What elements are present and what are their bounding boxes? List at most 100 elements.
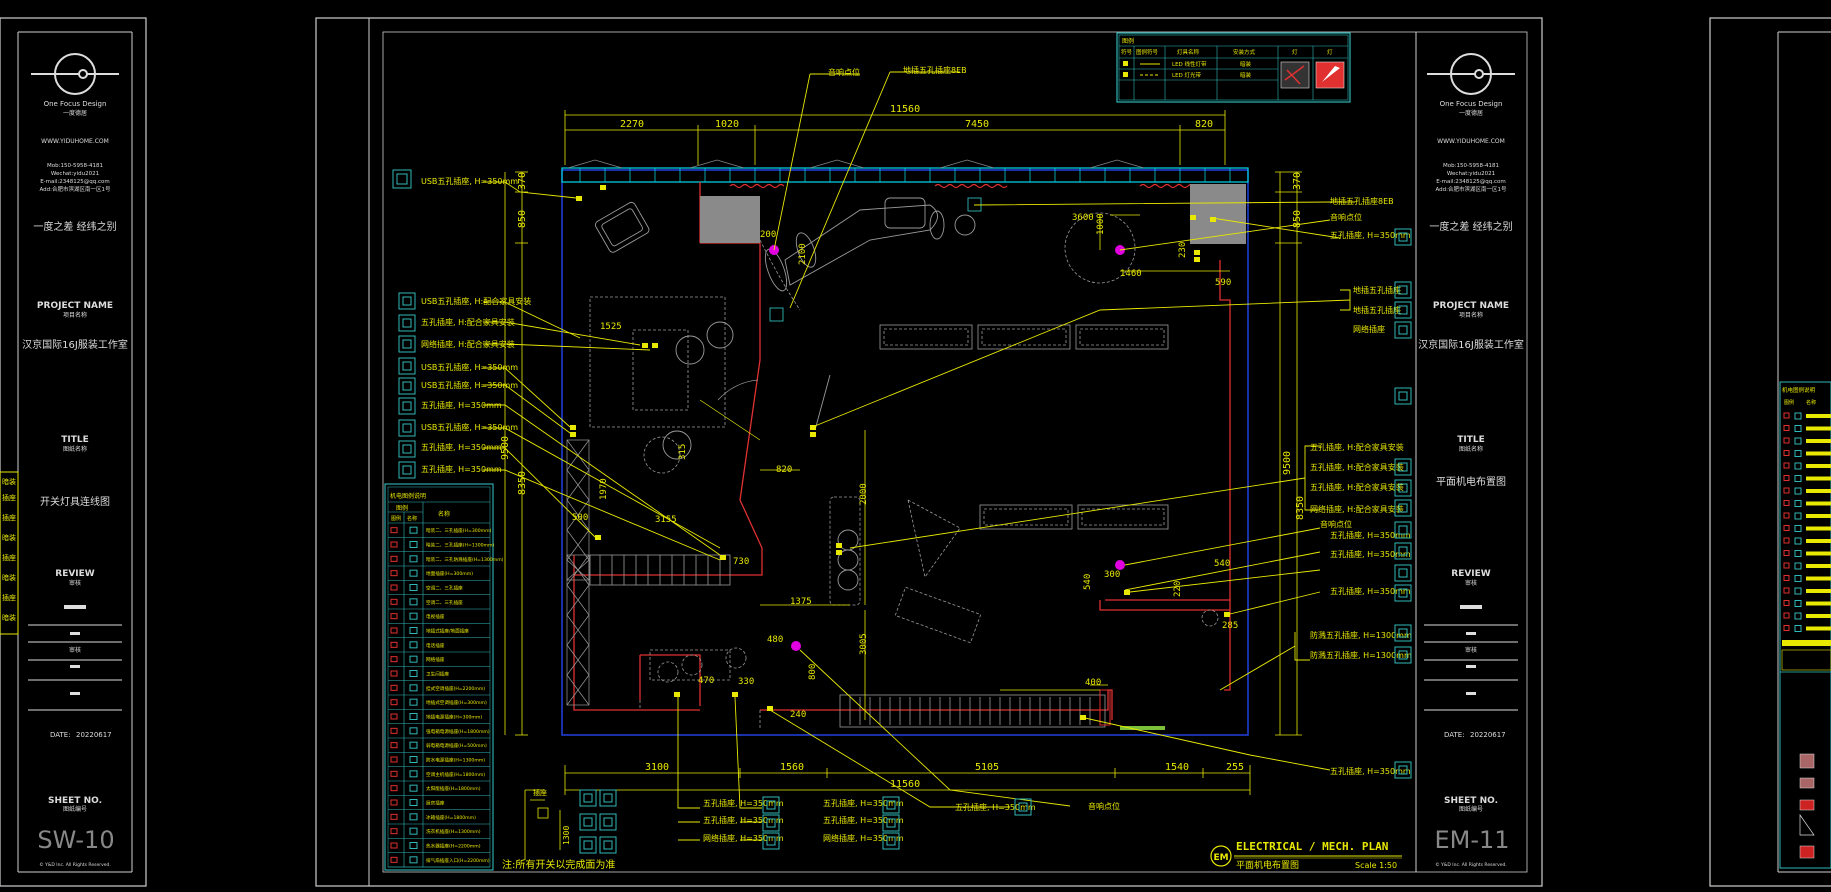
review-label: REVIEW [55, 569, 95, 579]
dim-label: 820 [776, 465, 792, 475]
strip-text: 暗装 [2, 573, 16, 582]
legend-row-label: 冰箱插座(H=1800mm) [426, 814, 476, 821]
outlet-icon [398, 292, 416, 310]
review-cn: 审核 [1465, 579, 1477, 587]
outlet-icon [1394, 321, 1412, 339]
company-name-cn: 一度德居 [1459, 109, 1483, 117]
partial-legend-symbol-icon [1783, 625, 1790, 631]
outlet-icon [1394, 564, 1412, 582]
title-label: TITLE [1457, 435, 1485, 445]
title-cn: 图纸名称 [63, 445, 87, 453]
socket-markers [570, 185, 1230, 720]
partial-legend-symbol-icon [1794, 612, 1802, 620]
partial-legend-symbol-icon [1794, 600, 1802, 607]
callout-text: 地插五孔插座8EB [903, 65, 967, 75]
dim-label: 500 [572, 513, 588, 523]
clothing-racks [589, 324, 1169, 728]
legend-row-name: LED 灯光带 [1172, 71, 1202, 79]
partial-legend-symbol-icon [1783, 525, 1790, 531]
title-label: TITLE [61, 435, 89, 445]
plan-scale: Scale 1:50 [1355, 861, 1397, 870]
outlet-icon [579, 836, 597, 854]
legend-symbol-icon [390, 785, 398, 792]
dim-label: 480 [767, 635, 783, 645]
dim-total: 11560 [890, 779, 920, 790]
legend-symbol-icon [390, 742, 398, 749]
partial-legend-text-bar [1806, 551, 1831, 556]
outlet-icon [398, 397, 416, 415]
partial-legend-header: 图例 [1784, 399, 1794, 406]
dim-label: 7450 [965, 119, 989, 130]
outlet-icon [762, 814, 780, 832]
dim-label: 850 [517, 210, 528, 228]
partial-legend-text-bar [1806, 514, 1831, 518]
callout-text: 音响点位 [828, 67, 860, 77]
door-swing [717, 379, 759, 401]
callout-text: 五孔插座, H=350mm [955, 802, 1036, 812]
outlet-icon [398, 335, 416, 353]
partial-legend-symbol-icon [1783, 437, 1790, 444]
dim-label: 370 [517, 172, 528, 190]
partial-legend-header: 名称 [1806, 399, 1816, 406]
legend-symbol-icon [409, 698, 418, 706]
dim-label: 1540 [1165, 762, 1189, 773]
outlet-icon [1014, 798, 1032, 816]
partial-legend-text-bar [1806, 564, 1831, 568]
date-label: DATE: [1444, 731, 1465, 739]
dim-label: 2000 [859, 483, 869, 505]
legend-symbol-icon [390, 684, 398, 691]
legend-symbol-icon [409, 641, 418, 649]
dim-label: 255 [1226, 762, 1244, 773]
legend-header: 图例符号 [1136, 48, 1159, 56]
legend-symbol-icon [409, 598, 418, 606]
title-badge-circle [1210, 845, 1232, 867]
partial-legend-symbol-icon [1794, 537, 1802, 545]
legend-symbol-icon [409, 827, 418, 835]
callout-text: USB五孔插座, H=350mm [421, 422, 518, 432]
contact-line: Mob:150-5958-4181 [47, 163, 103, 169]
callout-text: 五孔插座, H=350mm [1330, 549, 1411, 559]
floor-plan [561, 159, 1249, 736]
partial-legend-symbol-icon [1794, 625, 1802, 632]
outlet-icon [398, 440, 416, 458]
curtain-tracks [729, 183, 1195, 189]
partial-legend-symbol-icon [1794, 512, 1802, 520]
outlet-icon [579, 813, 597, 831]
dim-label: 3155 [655, 515, 677, 525]
dim-label: 800 [808, 664, 818, 680]
fixture-thumbnail [1280, 61, 1310, 89]
outlet-icon [762, 796, 780, 814]
outlet-icon [882, 832, 900, 850]
legend-symbol-icon [409, 756, 418, 763]
callout-text: 五孔插座, H=350mm [1330, 230, 1411, 240]
legend-symbol-icon [409, 612, 418, 620]
legend-symbol-icon [390, 627, 398, 634]
outlet-icon [1394, 646, 1412, 664]
callout-text: 音响点位 [1088, 801, 1120, 811]
outlet-icon [1394, 458, 1412, 476]
outlet-icon [398, 377, 416, 395]
dim-label: 3005 [859, 633, 869, 655]
partial-legend-text-bar [1806, 451, 1831, 456]
legend-row-label: 空调主机插座(H=1800mm) [426, 771, 485, 778]
callout-text: 五孔插座, H=350mm [703, 798, 784, 808]
dim-label: 220 [1173, 581, 1183, 597]
right-partial-sheet: 机电图例说明 图例 名称 [1709, 17, 1831, 887]
outlet-icon [1394, 228, 1412, 246]
dim-label: 240 [790, 710, 806, 720]
legend-header: 灯 [1292, 48, 1298, 56]
partial-legend-symbol-icon [1794, 412, 1802, 420]
sheet-number: EM-11 [1434, 826, 1509, 854]
partial-legend-symbol-icon [1783, 487, 1790, 494]
callout-text: 网络插座, H=350mm [703, 833, 784, 843]
outlet-icon [392, 169, 412, 189]
callout-text: 地插五孔插座 [1353, 285, 1401, 295]
legend-row-label: 空调二、三孔插座 [426, 585, 463, 592]
callout-text: 五孔插座, H=350mm [421, 400, 502, 410]
outlet-icon [1394, 584, 1412, 602]
legend-symbol-icon [390, 713, 398, 720]
partial-legend-symbol-icon [1794, 425, 1802, 432]
legend-symbol-icon [409, 727, 418, 735]
dim-total: 11560 [890, 104, 920, 115]
partial-legend-title: 机电图例说明 [1782, 386, 1816, 394]
